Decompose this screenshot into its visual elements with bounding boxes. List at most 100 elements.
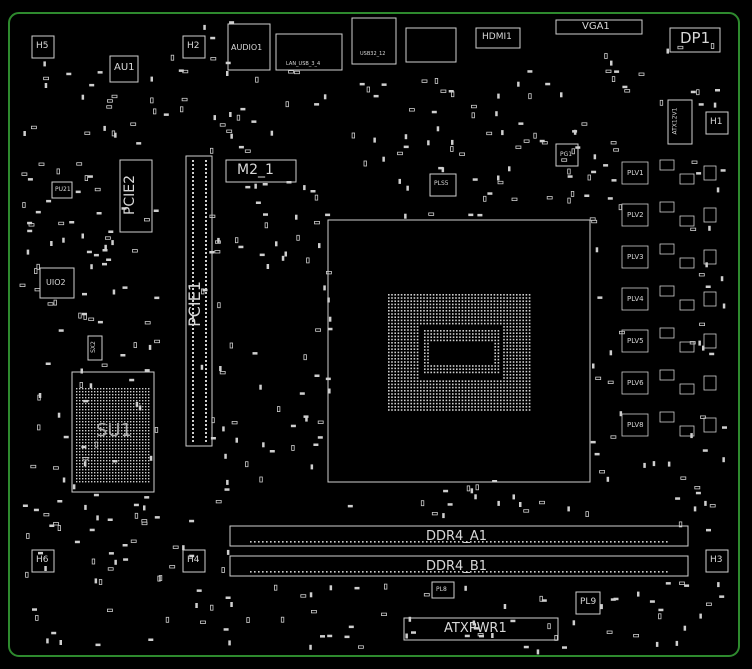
- bga-ball: [139, 481, 141, 483]
- cpu-pad: [516, 364, 518, 366]
- bga-ball: [100, 415, 102, 417]
- cpu-pad: [436, 390, 438, 392]
- cpu-pad: [468, 306, 470, 309]
- cpu-pad: [423, 294, 425, 296]
- bga-ball: [133, 415, 135, 417]
- smd-part: [259, 253, 265, 257]
- cpu-pad: [424, 339, 426, 342]
- pcie-pin: [205, 428, 207, 430]
- cpu-pad: [394, 386, 396, 389]
- bga-ball: [112, 472, 114, 474]
- cpu-pad: [440, 336, 442, 338]
- cpu-pad: [509, 402, 512, 405]
- smd-part: [691, 160, 698, 164]
- cpu-pad: [459, 339, 461, 342]
- ddr-pin: [330, 541, 332, 543]
- smd-part: [519, 502, 522, 507]
- cpu-pad: [407, 348, 409, 350]
- bga-ball: [148, 442, 150, 444]
- smd-part: [329, 585, 333, 591]
- cpu-pad: [432, 319, 435, 322]
- smd-part: [228, 640, 231, 646]
- bga-ball: [97, 475, 99, 477]
- smd-part: [251, 120, 257, 123]
- bga-ball: [97, 472, 99, 474]
- bga-ball: [85, 394, 87, 396]
- cpu-pad: [404, 364, 406, 366]
- ddr-pin: [266, 541, 268, 543]
- cpu-pad: [423, 300, 425, 302]
- smd-part: [511, 197, 518, 202]
- bga-ball: [124, 430, 126, 432]
- smd-part: [675, 497, 681, 500]
- smd-part: [229, 112, 232, 117]
- cpu-pad: [509, 342, 512, 344]
- cpu-pad: [442, 297, 444, 299]
- ddr-pin: [522, 571, 524, 573]
- vrm-chokes: [621, 159, 717, 437]
- cpu-pad: [458, 310, 460, 312]
- ddr-pin: [354, 541, 356, 543]
- ddr-pin: [470, 541, 472, 543]
- bga-ball: [88, 436, 90, 438]
- pcie-pin: [192, 240, 194, 242]
- smd-part: [423, 593, 430, 597]
- bga-ball: [82, 448, 84, 450]
- bga-ball: [133, 424, 135, 426]
- smd-part: [560, 92, 563, 98]
- bga-ball: [142, 457, 144, 459]
- cpu-pad: [484, 300, 486, 302]
- cpu-pad: [464, 300, 467, 302]
- bga-ball: [145, 424, 147, 426]
- bga-ball: [82, 424, 84, 426]
- bga-ball: [103, 430, 105, 432]
- bga-ball: [79, 388, 81, 390]
- pcie-pin: [192, 180, 194, 182]
- bga-ball: [76, 406, 78, 408]
- cpu-pad: [410, 402, 412, 405]
- cpu-pad: [400, 329, 403, 331]
- cpu-pad: [394, 342, 396, 344]
- ddr-pin: [370, 571, 372, 573]
- ddr-pin: [466, 541, 468, 543]
- bga-ball: [124, 478, 126, 480]
- bga-ball: [103, 475, 105, 477]
- cpu-pad: [404, 402, 406, 405]
- bga-ball: [148, 463, 150, 465]
- bga-ball: [91, 397, 93, 399]
- cpu-pad: [416, 370, 419, 373]
- cpu-pad: [394, 310, 396, 312]
- cpu-pad: [468, 333, 471, 335]
- cpu-pad: [391, 316, 393, 318]
- bga-ball: [118, 457, 120, 459]
- cpu-pad: [480, 380, 483, 382]
- smd-part: [138, 405, 142, 411]
- ddr-pin: [406, 571, 408, 573]
- cpu-pad: [522, 409, 524, 411]
- cpu-pad: [407, 364, 409, 366]
- bga-ball: [97, 388, 99, 390]
- pcie-pin: [205, 240, 207, 242]
- cpu-pad: [477, 409, 480, 411]
- bga-ball: [118, 409, 120, 411]
- bga-ball: [82, 397, 84, 399]
- cpu-pad: [391, 409, 393, 411]
- bga-ball: [106, 460, 108, 462]
- smd-part: [229, 342, 234, 349]
- ddr-pin: [262, 571, 264, 573]
- cpu-pad: [448, 390, 451, 392]
- cpu-pad: [424, 333, 426, 335]
- pcie-pin: [205, 336, 207, 338]
- cpu-pad: [439, 297, 441, 299]
- smd-part: [309, 644, 312, 650]
- cpu-pad: [528, 390, 531, 392]
- cpu-pad: [512, 370, 515, 373]
- smd-part: [211, 417, 215, 424]
- pcie-pin: [192, 316, 194, 318]
- cpu-pad: [516, 386, 518, 389]
- cpu-pad: [496, 383, 499, 386]
- cpu-pad: [500, 303, 502, 306]
- cpu-pad: [388, 310, 390, 312]
- cpu-pad: [461, 402, 464, 405]
- smd-part: [32, 608, 37, 611]
